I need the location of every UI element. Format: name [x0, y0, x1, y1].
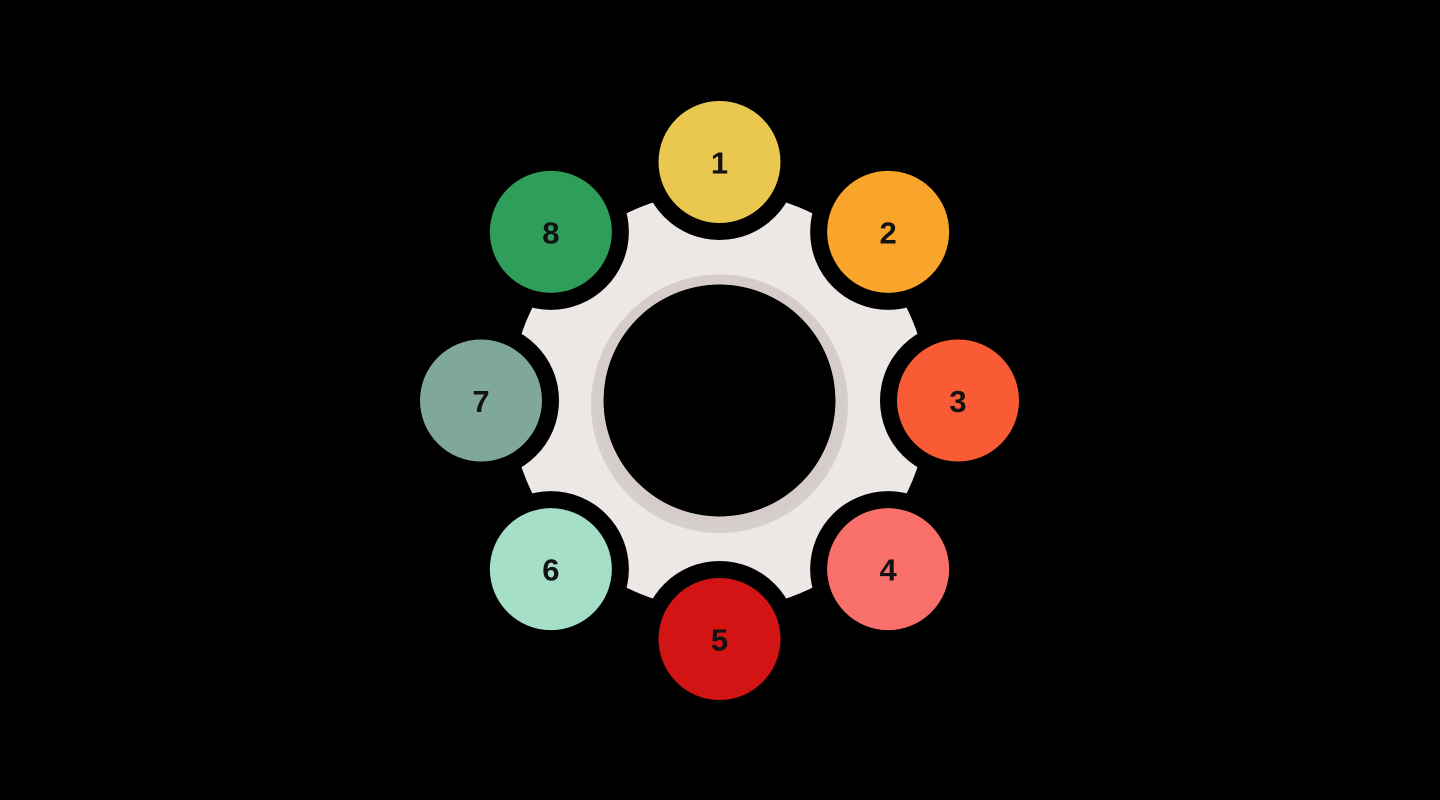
step-circle-3 — [897, 339, 1019, 462]
step-number: 1 — [711, 146, 728, 181]
step-number: 6 — [542, 553, 559, 588]
step-circles: 1 2 3 4 5 6 7 8 — [420, 101, 1019, 700]
gear-disc — [510, 191, 929, 610]
step-number: 5 — [711, 623, 728, 658]
step-number: 2 — [880, 215, 897, 250]
step-1: 1 — [658, 101, 781, 223]
step-7: 7 — [420, 339, 542, 462]
step-circle-4 — [827, 508, 950, 631]
step-circle-2 — [827, 170, 950, 293]
step-circle-8 — [489, 170, 612, 293]
step-circle-6 — [489, 508, 612, 631]
step-circle-1 — [658, 101, 781, 223]
step-number: 4 — [880, 553, 898, 588]
step-circle-7 — [420, 339, 542, 462]
step-8: 8 — [489, 170, 612, 293]
step-number: 7 — [472, 384, 489, 419]
step-circle-5 — [658, 578, 781, 700]
step-5: 5 — [658, 578, 781, 700]
step-2: 2 — [827, 170, 950, 293]
step-number: 8 — [542, 215, 559, 250]
step-6: 6 — [489, 508, 612, 631]
gear-body — [510, 191, 929, 610]
step-4: 4 — [827, 508, 950, 631]
step-3: 3 — [897, 339, 1019, 462]
center-hole-ring — [593, 274, 846, 527]
step-number: 3 — [949, 384, 966, 419]
